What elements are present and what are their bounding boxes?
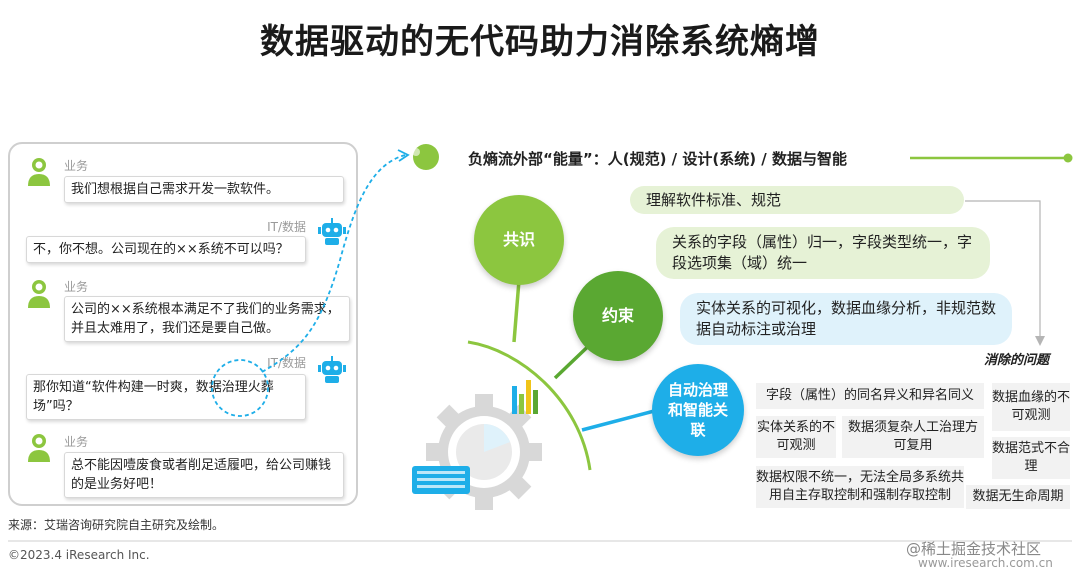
problem-cell: 数据范式不合理: [992, 437, 1070, 479]
visualization-pill: 实体关系的可视化，数据血缘分析，非规范数据自动标注或治理: [680, 293, 1012, 345]
problem-cell: 实体关系的不可观测: [756, 416, 836, 458]
robot-icon: [318, 356, 346, 384]
business-avatar-icon: [26, 156, 52, 186]
source-note: 来源：艾瑞咨询研究院自主研究及绘制。: [8, 518, 225, 532]
problem-cell: 数据无生命周期: [966, 485, 1070, 509]
role-label: 业务: [64, 159, 89, 173]
problems-label: 消除的问题: [984, 353, 1050, 368]
problem-cell: 数据须复杂人工治理方可复用: [842, 416, 984, 458]
chat-bubble: 总不能因噎废食或者削足适履吧，给公司赚钱的是业务好吧！: [64, 452, 344, 498]
role-label: 业务: [64, 280, 89, 294]
problem-cell: 数据血缘的不可观测: [992, 383, 1070, 431]
field-pill: 关系的字段（属性）归一，字段类型统一，字段选项集（域）统一: [656, 227, 990, 279]
site-url[interactable]: www.iresearch.com.cn: [918, 556, 1053, 570]
standard-pill: 理解软件标准、规范: [630, 186, 964, 214]
role-label: IT/数据: [267, 356, 306, 370]
energy-header: 负熵流外部“能量”：人(规范) / 设计(系统) / 数据与智能: [468, 150, 847, 168]
chat-bubble: 公司的××系统根本满足不了我们的业务需求，并且太难用了，我们还是要自己做。: [64, 296, 350, 342]
auto-governance-circle: 自动治理和智能关联: [652, 364, 744, 456]
robot-icon: [318, 218, 346, 246]
role-label: IT/数据: [267, 220, 306, 234]
business-avatar-icon: [26, 278, 52, 308]
chat-panel: [8, 142, 358, 506]
chat-bubble: 不，你不想。公司现在的××系统不可以吗？: [26, 236, 306, 263]
constraint-label: 约束: [601, 306, 634, 325]
chat-bubble: 我们想根据自己需求开发一款软件。: [64, 176, 344, 203]
page-title: 数据驱动的无代码助力消除系统熵增: [260, 22, 820, 62]
consensus-label: 共识: [502, 230, 535, 249]
problem-cell: 数据权限不统一，无法全局多系统共用自主存取控制和强制存取控制: [756, 466, 964, 508]
consensus-circle: 共识: [474, 195, 564, 285]
watermark: @稀土掘金技术社区: [906, 540, 1042, 558]
role-label: 业务: [64, 435, 89, 449]
business-avatar-icon: [26, 432, 52, 462]
constraint-circle: 约束: [573, 271, 663, 361]
auto-governance-label: 自动治理和智能关联: [667, 381, 728, 439]
problem-cell: 字段（属性）的同名异义和异名同义: [756, 383, 984, 409]
chat-bubble: 那你知道“软件构建一时爽，数据治理火葬场”吗？: [26, 374, 306, 420]
copyright: ©2023.4 iResearch Inc.: [8, 548, 150, 562]
